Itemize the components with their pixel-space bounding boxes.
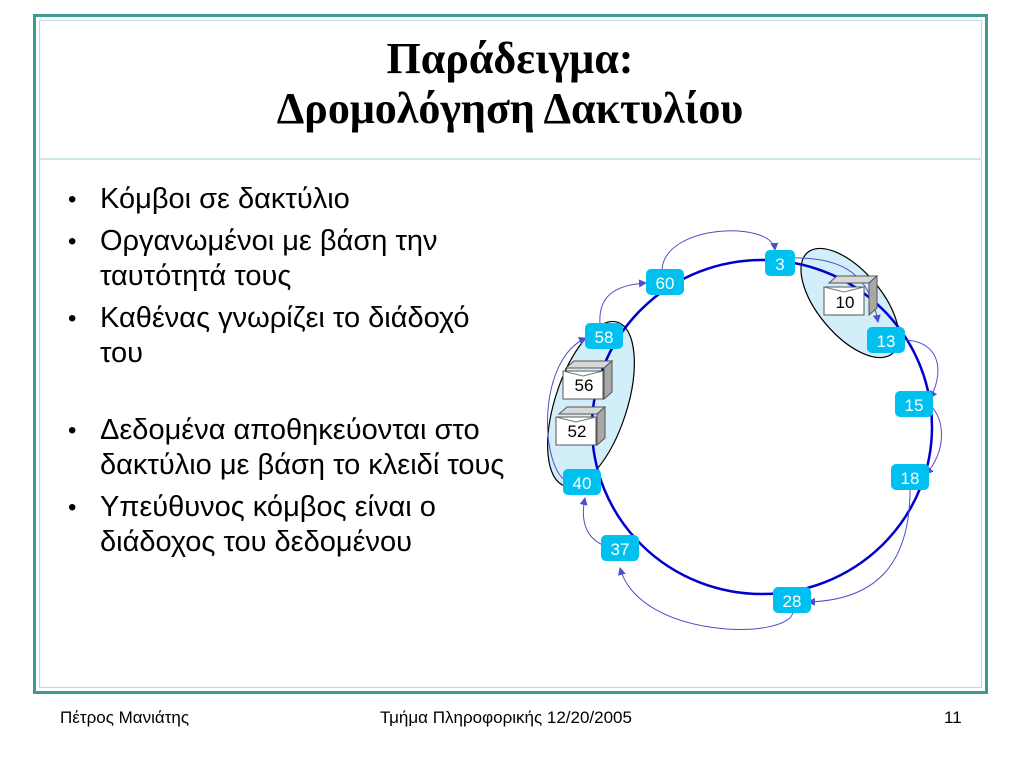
arrow-13-to-15	[904, 339, 939, 399]
bullet-item: • Καθένας γνωρίζει το διάδοχό του	[60, 301, 510, 371]
node-18: 18	[891, 464, 929, 490]
bullet-marker: •	[68, 305, 77, 332]
bullet-text: Κόμβοι σε δακτύλιο	[100, 183, 350, 215]
bullet-text: Δεδομένα αποθηκεύονται στο δακτύλιο με β…	[100, 414, 505, 481]
key-10: 10	[823, 274, 879, 317]
arrow-15-to-18	[925, 404, 942, 475]
ring-diagram: 3 60 58 13 15 18 40 37 28 10 56 52	[547, 230, 942, 630]
bullet-item: • Υπεύθυνος κόμβος είναι ο διάδοχος του δ…	[60, 490, 510, 560]
bullet-marker: •	[68, 186, 77, 213]
node-13: 13	[867, 327, 905, 353]
footer-page-number: 11	[944, 708, 962, 727]
node-60: 60	[646, 269, 684, 295]
slide-inner-frame	[39, 20, 982, 688]
title-divider	[40, 158, 982, 160]
slide-frame	[33, 14, 988, 694]
key-52: 52	[555, 405, 607, 447]
node-label: 60	[656, 274, 675, 293]
bullet-text: Οργανωμένοι με βάση την ταυτότητά τους	[100, 225, 438, 292]
successor-arrows	[547, 230, 942, 630]
node-label: 15	[905, 396, 924, 415]
node-58: 58	[585, 323, 623, 349]
bullet-text: Υπεύθυνος κόμβος είναι ο διάδοχος του δε…	[100, 491, 436, 558]
key-56: 56	[562, 359, 614, 401]
node-label: 3	[775, 255, 784, 274]
node-37: 37	[601, 535, 639, 561]
arrow-58-to-60	[599, 279, 647, 325]
key-label: 10	[836, 293, 855, 312]
bullet-item: • Κόμβοι σε δακτύλιο	[60, 182, 510, 217]
key-label: 52	[568, 422, 587, 441]
key-label: 56	[575, 376, 594, 395]
bullet-marker: •	[68, 417, 77, 444]
bullet-list: • Κόμβοι σε δακτύλιο • Οργανωμένοι με βάση…	[60, 182, 510, 567]
node-40: 40	[563, 469, 601, 495]
node-label: 28	[783, 592, 802, 611]
title-line-2: Δρομολόγηση Δακτυλίου	[276, 84, 744, 133]
bullet-marker: •	[68, 494, 77, 521]
arrow-28-to-37	[618, 567, 794, 630]
bullet-marker: •	[68, 228, 77, 255]
footer-department-date: Τμήμα Πληροφορικής 12/20/2005	[380, 708, 632, 727]
node-15: 15	[895, 391, 933, 417]
footer-author: Πέτρος Μανιάτης	[60, 708, 190, 727]
arrow-40-to-58	[547, 337, 587, 483]
node-label: 13	[877, 332, 896, 351]
node-label: 58	[595, 328, 614, 347]
node-label: 40	[573, 474, 592, 493]
node-3: 3	[765, 250, 795, 276]
title-line-1: Παράδειγμα:	[386, 34, 634, 83]
bullet-text: Καθένας γνωρίζει το διάδοχό του	[100, 302, 470, 369]
arrow-60-to-3	[661, 230, 779, 271]
bullet-item: • Οργανωμένοι με βάση την ταυτότητά τους	[60, 224, 510, 294]
node-label: 18	[901, 469, 920, 488]
arrow-18-to-28	[807, 481, 911, 606]
node-28: 28	[773, 587, 811, 613]
node-label: 37	[611, 540, 630, 559]
slide-title: Παράδειγμα: Δρομολόγηση Δακτυλίου	[40, 34, 980, 134]
bullet-item: • Δεδομένα αποθηκεύονται στο δακτύλιο με …	[60, 413, 510, 483]
